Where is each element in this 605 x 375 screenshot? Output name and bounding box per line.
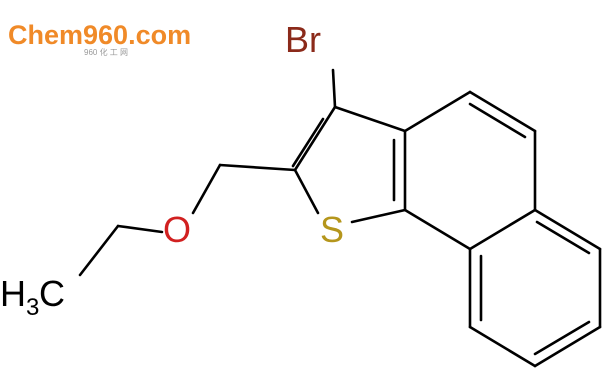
watermark-text: Chem960.com: [8, 20, 191, 50]
bond-c3-c3a: [333, 105, 407, 133]
watermark-logo: Chem960.com 960 化 工 网: [8, 20, 191, 57]
atom-oxygen: O: [163, 209, 191, 250]
methyl-c: C: [39, 273, 65, 314]
atom-bromine: Br: [285, 19, 321, 60]
atom-sulfur: S: [320, 209, 344, 250]
bond-c4-c5-inner: [468, 102, 527, 139]
bond-o-ch2: [116, 224, 164, 234]
watermark-subtext: 960 化 工 网: [84, 47, 128, 57]
bond-c3a-c4: [403, 90, 472, 133]
bond-c9a-c9b: [403, 208, 472, 251]
bond-s-c9b: [350, 208, 407, 224]
bond-c2-ch2: [218, 163, 297, 172]
bond-c5a-c9a: [468, 208, 537, 251]
bond-c3-c2: [293, 105, 337, 172]
bond-c4-c5: [468, 90, 537, 133]
bond-c2-s: [293, 168, 320, 215]
bond-c7-c8-inner: [533, 320, 591, 356]
bond-c7-c8: [533, 325, 602, 368]
methyl-h: H: [0, 273, 26, 314]
bond-c8-c9: [468, 325, 537, 368]
bond-c3-br: [331, 68, 337, 109]
bond-ch2-o: [191, 163, 222, 215]
bond-c3-c2-inner: [291, 117, 325, 168]
bond-c5a-c6-inner: [535, 220, 591, 255]
methyl-subscript: 3: [26, 294, 39, 321]
bond-lines: [78, 68, 602, 368]
methyl-label: H 3 C: [0, 273, 65, 321]
bond-c5a-c6: [533, 208, 602, 251]
bond-ch2-ch3: [78, 224, 120, 277]
